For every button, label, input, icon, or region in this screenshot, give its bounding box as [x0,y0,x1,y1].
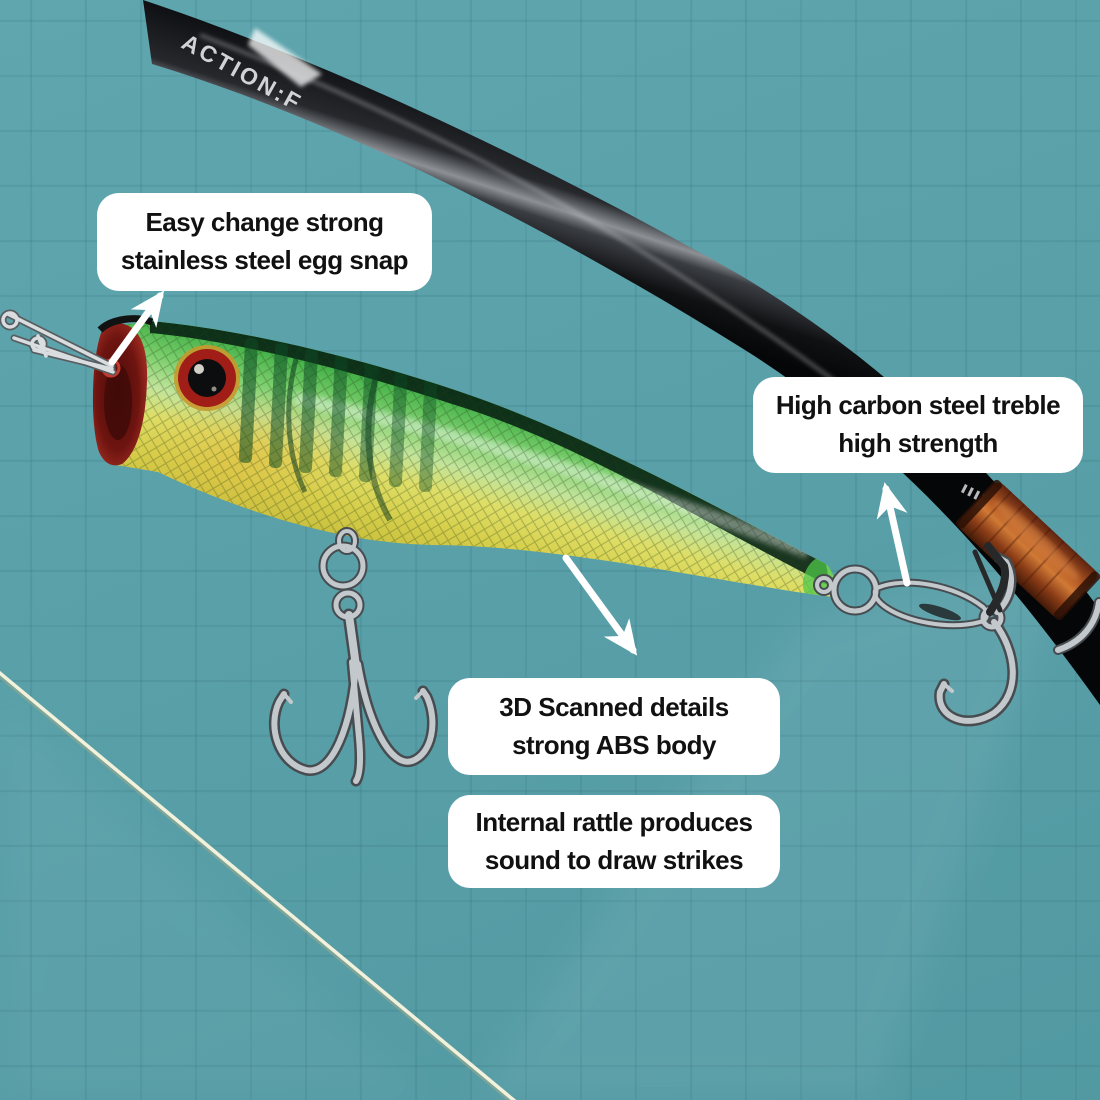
belly-treble-assembly [268,527,438,787]
callout-egg-snap-line1: Easy change strong [145,207,384,238]
lure-mouth-cup [92,315,154,466]
callout-arrows [108,290,911,656]
callout-treble-hook: High carbon steel treble high strength [753,377,1083,473]
lure-eye [174,345,240,411]
callout-abs-body-line1: 3D Scanned details [499,691,729,722]
rod-sheen-line [199,33,902,432]
callout-internal-rattle-line2: sound to draw strikes [484,844,744,875]
callout-egg-snap: Easy change strong stainless steel egg s… [97,193,432,291]
lure-gill-lines [286,345,393,522]
callout-internal-rattle-line1: Internal rattle produces [475,806,753,837]
callout-treble-hook-line1: High carbon steel treble [775,390,1061,421]
callout-internal-rattle: Internal rattle produces sound to draw s… [448,795,780,888]
rear-treble-assembly [813,542,1100,727]
callout-abs-body-line2: strong ABS body [512,729,716,760]
popper-lure [0,309,1100,787]
rear-treble-front-prong [972,542,1009,616]
rod-glint [248,28,322,87]
rod-blank [143,0,1100,705]
callout-egg-snap-line2: stainless steel egg snap [120,245,409,275]
callout-treble-hook-line2: high strength [838,428,998,458]
arrow-to-rear-treble [876,482,911,587]
egg-snap-front [0,309,117,376]
callout-abs-body: 3D Scanned details strong ABS body [448,678,780,775]
fishing-line [0,670,517,1100]
arrow-to-egg-snap [108,290,165,366]
arrow-to-body [562,554,638,656]
